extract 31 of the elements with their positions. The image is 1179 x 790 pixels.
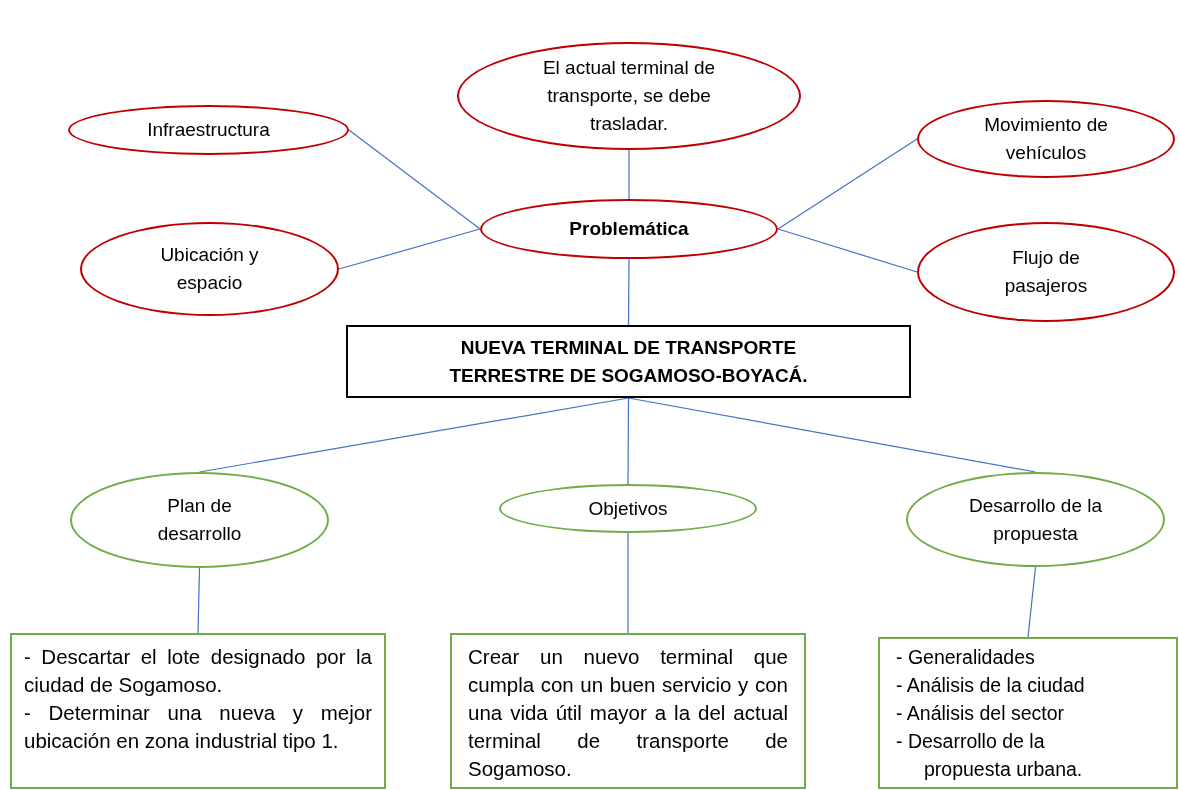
- connector-line: [338, 228, 481, 270]
- detail-box: [10, 633, 386, 789]
- node-text: Movimiento de vehículos: [983, 113, 1109, 165]
- node-text: Desarrollo de la propuesta: [968, 493, 1103, 546]
- connector-line: [627, 258, 630, 326]
- item-text: Crear un nuevo terminal que cumpla con un buen servicio y con una vida útil mayor a la del actual terminal de transporte de Sogamoso.: [468, 644, 788, 782]
- item-text: - Desarrollo de la propuesta urbana.: [896, 729, 1084, 782]
- connector-line: [1027, 566, 1037, 638]
- node-text: Ubicación y espacio: [159, 243, 260, 295]
- item-text: - Generalidades: [896, 645, 1036, 670]
- connector-line: [777, 228, 918, 273]
- connector-line: [777, 138, 918, 230]
- node-text: Problemática: [569, 216, 689, 241]
- connector-line: [197, 567, 201, 634]
- list-box: [878, 637, 1178, 789]
- node-text: Infraestructura: [147, 118, 270, 142]
- item-text: - Análisis del sector: [896, 701, 1065, 726]
- item-text: - Análisis de la ciudad: [896, 673, 1086, 698]
- connector-line: [628, 149, 630, 200]
- connector-line: [627, 397, 630, 485]
- node-text: Objetivos: [588, 496, 668, 521]
- item-text: - Determinar una nueva y mejor ubicación en zona industrial tipo 1.: [24, 700, 372, 754]
- connector-line: [348, 129, 481, 230]
- detail-box: [450, 633, 806, 789]
- title-box: [346, 325, 911, 398]
- node-text: El actual terminal de transporte, se debe trasladar.: [541, 56, 717, 136]
- connector-line: [627, 532, 629, 634]
- node-text: NUEVA TERMINAL DE TRANSPORTE TERRESTRE DE SOGAMOSO-BOYACÁ.: [448, 335, 809, 388]
- node-text: Plan de desarrollo: [156, 494, 243, 546]
- item-text: - Descartar el lote designado por la ciudad de Sogamoso.: [24, 644, 372, 698]
- node-text: Flujo de pasajeros: [1003, 246, 1089, 298]
